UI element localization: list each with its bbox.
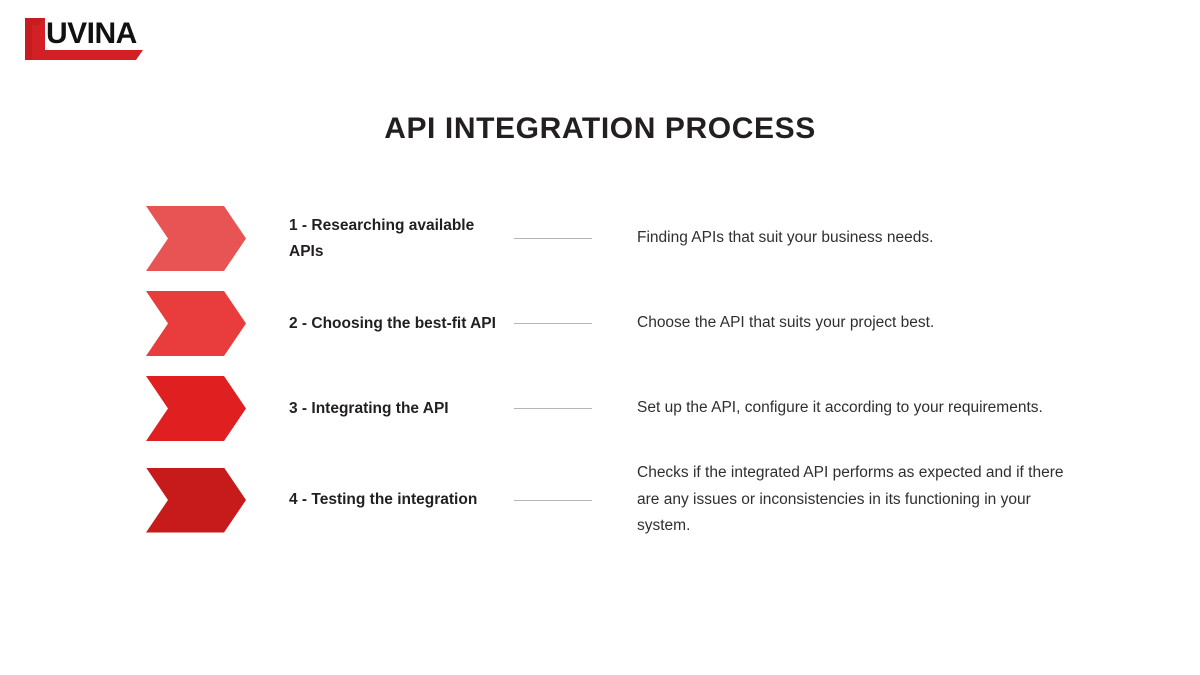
step-3-label-cell: 3 - Integrating the API: [289, 396, 509, 422]
chevron-arrow-right-icon-3: [146, 376, 246, 441]
step-2-description-cell: Choose the API that suits your project b…: [637, 310, 1106, 337]
step-1-description: Finding APIs that suit your business nee…: [637, 229, 934, 247]
logo-l-mark-icon: [25, 18, 143, 60]
step-2-label: 2 - Choosing the best-fit API: [289, 314, 496, 332]
step-4-arrow-cell: [146, 467, 289, 533]
step-1-description-cell: Finding APIs that suit your business nee…: [637, 225, 1106, 252]
logo-wordmark-text: UVINA: [46, 17, 137, 50]
process-row-2: 2 - Choosing the best-fit API Choose the…: [146, 281, 1106, 366]
step-1-arrow-cell: [146, 206, 289, 271]
step-4-description: Checks if the integrated API performs as…: [637, 464, 1064, 535]
process-list: 1 - Researching available APIs Finding A…: [146, 196, 1106, 549]
connector-line-4: [514, 499, 592, 501]
connector-line-3: [514, 408, 592, 409]
step-2-description: Choose the API that suits your project b…: [637, 314, 935, 332]
step-3-description: Set up the API, configure it according t…: [637, 399, 1043, 417]
step-4-label: 4 - Testing the integration: [289, 491, 478, 509]
logo-wordmark: UVINA: [46, 19, 137, 49]
process-row-4: 4 - Testing the integration Checks if th…: [146, 451, 1106, 549]
connector-line-2: [514, 323, 592, 324]
step-1-label: 1 - Researching available APIs: [289, 216, 475, 260]
page-title: API INTEGRATION PROCESS: [384, 112, 816, 145]
step-4-label-cell: 4 - Testing the integration: [289, 487, 509, 513]
chevron-arrow-right-icon-1: [146, 206, 246, 271]
process-row-1: 1 - Researching available APIs Finding A…: [146, 196, 1106, 281]
process-row-3: 3 - Integrating the API Set up the API, …: [146, 366, 1106, 451]
step-2-connector-cell: [509, 323, 637, 324]
step-2-label-cell: 2 - Choosing the best-fit API: [289, 311, 509, 337]
step-3-description-cell: Set up the API, configure it according t…: [637, 395, 1106, 422]
step-3-label: 3 - Integrating the API: [289, 399, 449, 417]
step-4-description-cell: Checks if the integrated API performs as…: [637, 460, 1106, 540]
chevron-arrow-right-icon-2: [146, 291, 246, 356]
connector-line-1: [514, 238, 592, 239]
step-3-arrow-cell: [146, 376, 289, 441]
step-3-connector-cell: [509, 408, 637, 409]
step-1-label-cell: 1 - Researching available APIs: [289, 213, 509, 264]
step-2-arrow-cell: [146, 291, 289, 356]
step-1-connector-cell: [509, 238, 637, 239]
step-4-connector-cell: [509, 499, 637, 501]
luvina-logo: UVINA: [18, 16, 143, 62]
chevron-arrow-right-icon-4: [146, 467, 246, 533]
